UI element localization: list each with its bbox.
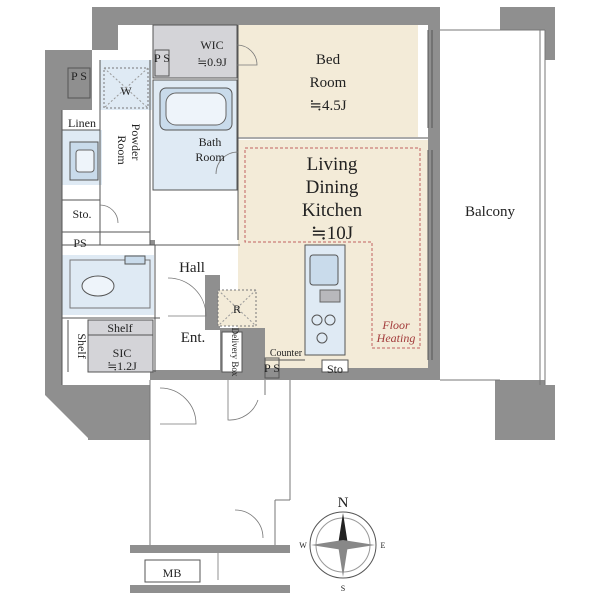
w-label: W [120, 84, 132, 98]
delivery-box-label: Delivery Box [230, 328, 240, 377]
bedroom-label-1: Bed [316, 52, 341, 68]
floor-heating-label-1: Floor [381, 318, 410, 332]
interior-walls [61, 24, 428, 385]
compass-south: S [341, 584, 345, 593]
compass-east: E [381, 541, 386, 550]
room-labels: Bed Room ≒4.5J Living Dining Kitchen ≒10… [68, 38, 515, 580]
bath-label-1: Bath [199, 135, 222, 149]
counter-label: Counter [270, 348, 303, 359]
compass-north: N [338, 495, 349, 511]
entrance-label: Ent. [181, 330, 206, 346]
compass-west: W [299, 541, 307, 550]
powder-label-1: Powder [129, 124, 143, 161]
powder-label-2: Room [115, 135, 129, 165]
sic-size: ≒1.2J [107, 359, 137, 373]
ldk-size: ≒10J [311, 223, 353, 244]
r-label: R [233, 302, 241, 316]
kitchen-sink [309, 254, 339, 286]
ldk-label-1: Living [307, 154, 358, 175]
bedroom-size: ≒4.5J [309, 98, 346, 114]
ps-label-3: P S [264, 361, 280, 375]
shelf-label: Shelf [107, 321, 132, 335]
hall-label: Hall [179, 260, 205, 276]
ldk-label-2: Dining [306, 177, 359, 198]
floor-heating-label-2: Heating [376, 331, 416, 345]
sic-fill [88, 320, 153, 372]
ps-label-2: P S [154, 51, 170, 65]
ps-label-4: PS [73, 236, 86, 250]
shelf-side-label: Shelf [75, 333, 89, 358]
wic-label: WIC [200, 38, 223, 52]
mb-label: MB [163, 566, 182, 580]
bedroom-fill [238, 25, 418, 137]
ldk-label-3: Kitchen [302, 200, 363, 221]
linen-label: Linen [68, 116, 96, 130]
balcony-label: Balcony [465, 204, 515, 220]
storage-label: Sto. [72, 207, 91, 221]
sic-label: SIC [113, 346, 132, 360]
ps-label-1: P S [71, 69, 87, 83]
compass: N S E W [299, 495, 385, 593]
wic-size: ≒0.9J [197, 55, 227, 69]
bath-label-2: Room [195, 150, 225, 164]
bedroom-label-2: Room [310, 75, 347, 91]
storage-label-2: Sto [327, 362, 343, 376]
wic-fill [153, 25, 237, 78]
floor-heating-area [244, 147, 421, 349]
stove-burner [311, 314, 323, 326]
toilet [69, 259, 151, 309]
fixtures [67, 29, 546, 593]
